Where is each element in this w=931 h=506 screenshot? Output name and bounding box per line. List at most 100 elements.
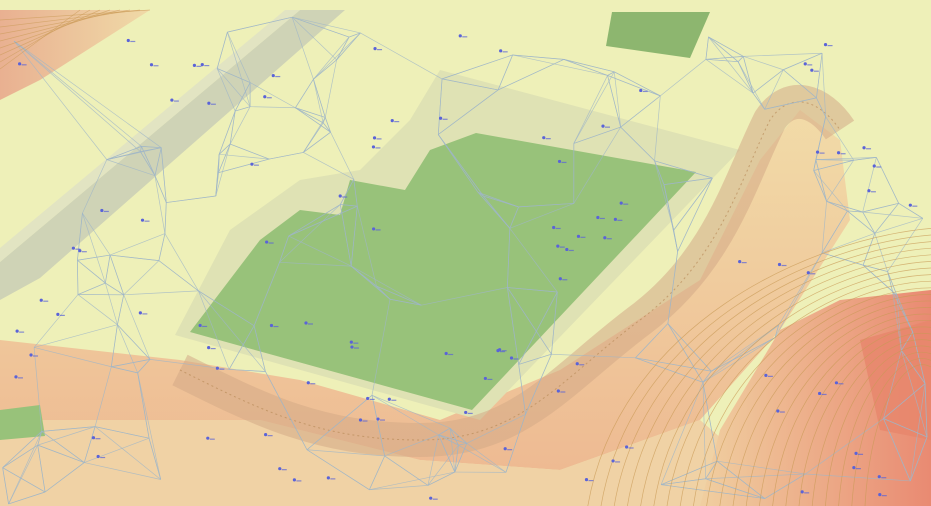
survey-point-icon[interactable] [817,391,827,396]
survey-point-icon[interactable] [429,496,438,500]
survey-point-icon[interactable] [358,418,368,422]
survey-point-icon[interactable] [764,373,773,377]
survey-point-icon[interactable] [126,38,136,43]
survey-point-icon[interactable] [170,98,179,102]
building-pad-small[interactable] [606,12,710,58]
survey-point-icon[interactable] [625,445,634,449]
survey-point-icon[interactable] [29,353,39,357]
survey-point-icon[interactable] [96,454,106,459]
survey-point-icon[interactable] [376,417,386,421]
survey-point-icon[interactable] [138,311,148,315]
survey-point-icon[interactable] [18,62,27,66]
survey-point-icon[interactable] [611,459,621,463]
survey-point-icon[interactable] [556,244,565,248]
survey-point-icon[interactable] [556,389,566,393]
survey-point-icon[interactable] [215,366,225,370]
survey-point-icon[interactable] [373,47,383,51]
mesh-edge [324,59,337,118]
survey-point-icon[interactable] [803,62,813,66]
survey-point-icon[interactable] [350,345,359,349]
survey-point-icon[interactable] [565,247,574,252]
survey-point-icon[interactable] [542,136,551,140]
survey-point-icon[interactable] [372,227,381,231]
survey-point-icon[interactable] [338,194,348,198]
survey-point-icon[interactable] [557,159,567,164]
survey-point-icon[interactable] [198,323,208,328]
survey-point-icon[interactable] [304,321,314,325]
survey-point-icon[interactable] [877,475,887,479]
survey-point-icon[interactable] [738,260,747,264]
survey-point-icon[interactable] [834,381,844,385]
survey-point-icon[interactable] [292,478,302,482]
survey-point-icon[interactable] [207,101,216,105]
survey-point-icon[interactable] [596,215,605,220]
survey-point-icon[interactable] [619,201,629,205]
survey-point-icon[interactable] [207,345,216,350]
survey-point-icon[interactable] [552,225,561,230]
survey-point-icon[interactable] [509,356,519,360]
survey-point-icon[interactable] [371,145,381,149]
survey-point-icon[interactable] [603,236,612,240]
survey-point-icon[interactable] [56,312,65,316]
survey-point-icon[interactable] [777,262,787,267]
survey-point-icon[interactable] [639,88,648,93]
survey-point-icon[interactable] [264,433,273,437]
survey-point-icon[interactable] [810,68,819,72]
survey-point-icon[interactable] [576,234,586,238]
survey-point-icon[interactable] [815,150,825,154]
survey-point-icon[interactable] [836,151,846,155]
survey-point-icon[interactable] [39,298,49,302]
survey-point-icon[interactable] [206,436,215,440]
survey-point-icon[interactable] [269,323,279,328]
survey-point-icon[interactable] [271,73,281,78]
survey-point-icon[interactable] [613,217,623,221]
survey-point-icon[interactable] [306,381,316,385]
survey-point-icon[interactable] [265,240,274,244]
survey-point-icon[interactable] [438,116,448,120]
survey-point-icon[interactable] [349,340,359,344]
survey-point-icon[interactable] [852,466,861,470]
survey-point-icon[interactable] [503,447,513,451]
survey-point-icon[interactable] [872,164,882,168]
survey-point-icon[interactable] [854,451,864,455]
survey-point-icon[interactable] [867,189,876,193]
survey-point-icon[interactable] [263,95,272,99]
survey-point-icon[interactable] [800,490,810,494]
survey-point-icon[interactable] [78,249,87,253]
survey-point-icon[interactable] [15,329,25,333]
survey-point-icon[interactable] [250,162,259,166]
survey-point-icon[interactable] [326,476,336,480]
building-pad[interactable] [190,133,696,410]
survey-point-icon[interactable] [366,396,375,401]
survey-point-icon[interactable] [458,34,468,38]
survey-point-icon[interactable] [601,124,611,128]
mesh-edge [371,394,451,429]
survey-point-icon[interactable] [558,277,568,281]
survey-point-icon[interactable] [499,49,508,53]
survey-point-icon[interactable] [390,119,400,123]
survey-point-icon[interactable] [908,203,918,207]
mesh-edge [466,443,507,473]
survey-point-icon[interactable] [862,146,872,150]
survey-point-icon[interactable] [100,208,109,213]
survey-point-icon[interactable] [14,375,23,379]
survey-point-icon[interactable] [498,348,507,352]
survey-point-icon[interactable] [823,43,833,47]
survey-point-icon[interactable] [140,218,150,222]
survey-point-icon[interactable] [575,362,585,366]
survey-point-icon[interactable] [91,436,101,440]
survey-point-icon[interactable] [192,63,202,67]
survey-point-icon[interactable] [776,409,785,413]
survey-point-icon[interactable] [584,477,594,482]
survey-point-icon[interactable] [444,351,454,356]
survey-point-icon[interactable] [464,410,473,415]
survey-point-icon[interactable] [372,136,382,140]
survey-point-icon[interactable] [387,397,397,401]
survey-point-icon[interactable] [278,467,287,471]
survey-point-icon[interactable] [483,376,493,381]
survey-point-icon[interactable] [200,62,210,67]
survey-point-icon[interactable] [878,493,887,497]
survey-point-icon[interactable] [806,271,816,275]
survey-point-icon[interactable] [149,63,159,67]
